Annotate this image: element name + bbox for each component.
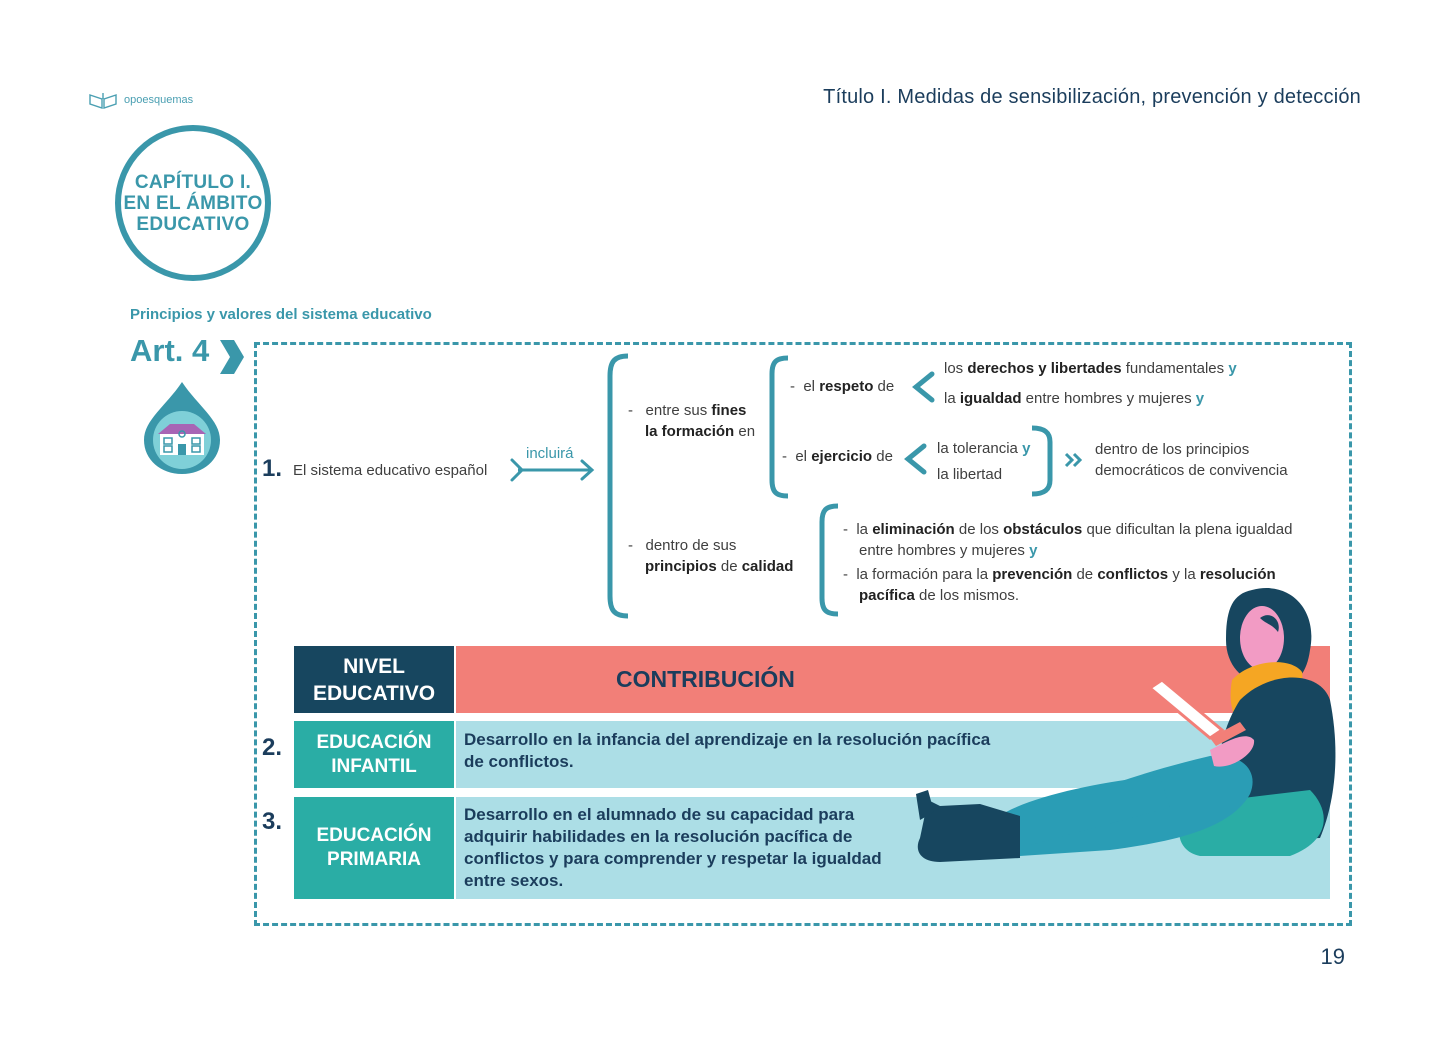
level-line-2: INFANTIL — [316, 755, 431, 779]
calidad-item-1: - la eliminación de los obstáculos que d… — [843, 519, 1323, 561]
item-post: que dificultan la plena igualdad — [1082, 521, 1292, 538]
ejercicio-pre: el — [795, 448, 811, 465]
book-icon — [88, 91, 118, 109]
branch-a-label: - entre sus fines la formación en — [628, 400, 755, 442]
closing-brace — [1028, 424, 1058, 498]
point-2-number: 2. — [262, 734, 282, 762]
brand-logo: opoesquemas — [88, 91, 193, 109]
item-conj: y — [1029, 542, 1037, 559]
respeto-item-2: la igualdad entre hombres y mujeres y — [944, 388, 1204, 409]
result-line-2: democráticos de convivencia — [1095, 460, 1288, 481]
branch-b-brace — [814, 502, 842, 618]
item-bold: derechos y libertades — [967, 360, 1121, 377]
respeto-pre: el — [803, 378, 819, 395]
respeto-label: - el respeto de — [790, 376, 894, 397]
point-3-number: 3. — [262, 808, 282, 836]
branch-a-bold: fines — [711, 402, 746, 419]
ejercicio-result: dentro de los principios democráticos de… — [1095, 439, 1288, 481]
arrow-right-icon — [508, 456, 598, 484]
double-chevron-right-icon — [1064, 452, 1084, 468]
item-post: fundamentales — [1122, 360, 1225, 377]
branch-b-bold-2: calidad — [742, 558, 794, 575]
branch-b-bold: principios — [645, 558, 717, 575]
point-1-number: 1. — [262, 455, 282, 483]
header-contribution-label: CONTRIBUCIÓN — [616, 666, 795, 693]
item-mid: de los — [955, 521, 1003, 538]
item-pre: la — [856, 521, 872, 538]
ejercicio-label: - el ejercicio de — [782, 446, 893, 467]
item-bold: pacífica — [859, 587, 915, 604]
branch-a-pre: entre sus — [646, 402, 712, 419]
branch-a-post: en — [734, 423, 755, 440]
respeto-bold: respeto — [819, 378, 873, 395]
branch-b-mid: de — [717, 558, 742, 575]
reading-woman-illustration — [910, 580, 1350, 880]
article-chevron-icon — [218, 338, 246, 376]
header-line-2: EDUCATIVO — [313, 680, 435, 707]
item-bold: igualdad — [960, 390, 1022, 407]
chapter-line-3: EDUCATIVO — [123, 214, 262, 235]
item-bold: eliminación — [872, 521, 955, 538]
section-label: Principios y valores del sistema educati… — [130, 306, 432, 323]
ejercicio-item-2: la libertad — [937, 464, 1002, 485]
item-conj: y — [1196, 390, 1204, 407]
level-line-2: PRIMARIA — [316, 848, 431, 872]
respeto-post: de — [873, 378, 894, 395]
chapter-badge: CAPÍTULO I. EN EL ÁMBITO EDUCATIVO — [115, 125, 271, 281]
level-line-1: EDUCACIÓN — [316, 731, 431, 755]
item-pre: la — [944, 390, 960, 407]
item-post: entre hombres y mujeres — [1022, 390, 1192, 407]
ejercicio-bold: ejercicio — [811, 448, 872, 465]
ejercicio-post: de — [872, 448, 893, 465]
item-conj: y — [1228, 360, 1236, 377]
ejercicio-item-1: la tolerancia y — [937, 438, 1030, 459]
dash: - — [628, 402, 633, 419]
item-line-2: entre hombres y mujeres — [859, 542, 1025, 559]
item-pre: los — [944, 360, 967, 377]
item-bold: obstáculos — [1003, 521, 1082, 538]
page-number: 19 — [1321, 944, 1345, 970]
chapter-line-1: CAPÍTULO I. — [123, 172, 262, 193]
branch-a-brace — [764, 354, 792, 500]
respeto-item-1: los derechos y libertades fundamentales … — [944, 358, 1237, 379]
branch-b-line-1: dentro de sus — [646, 537, 737, 554]
article-title: Art. 4 — [130, 333, 209, 369]
header-line-1: NIVEL — [313, 653, 435, 680]
level-line-1: EDUCACIÓN — [316, 824, 431, 848]
branch-a-bold-2: la formación — [645, 423, 734, 440]
result-line-1: dentro de los principios — [1095, 439, 1288, 460]
chevron-left-icon — [908, 370, 938, 404]
chapter-line-2: EN EL ÁMBITO — [123, 193, 262, 214]
school-building-icon — [140, 378, 224, 478]
chevron-left-icon — [900, 442, 930, 476]
main-brace — [600, 352, 632, 620]
branch-b-label: - dentro de sus principios de calidad — [628, 535, 793, 577]
item-text: la tolerancia — [937, 440, 1018, 457]
point-1-subject: El sistema educativo español — [293, 460, 487, 481]
header-title: Título I. Medidas de sensibilización, pr… — [823, 86, 1361, 109]
logo-text: opoesquemas — [124, 94, 193, 106]
